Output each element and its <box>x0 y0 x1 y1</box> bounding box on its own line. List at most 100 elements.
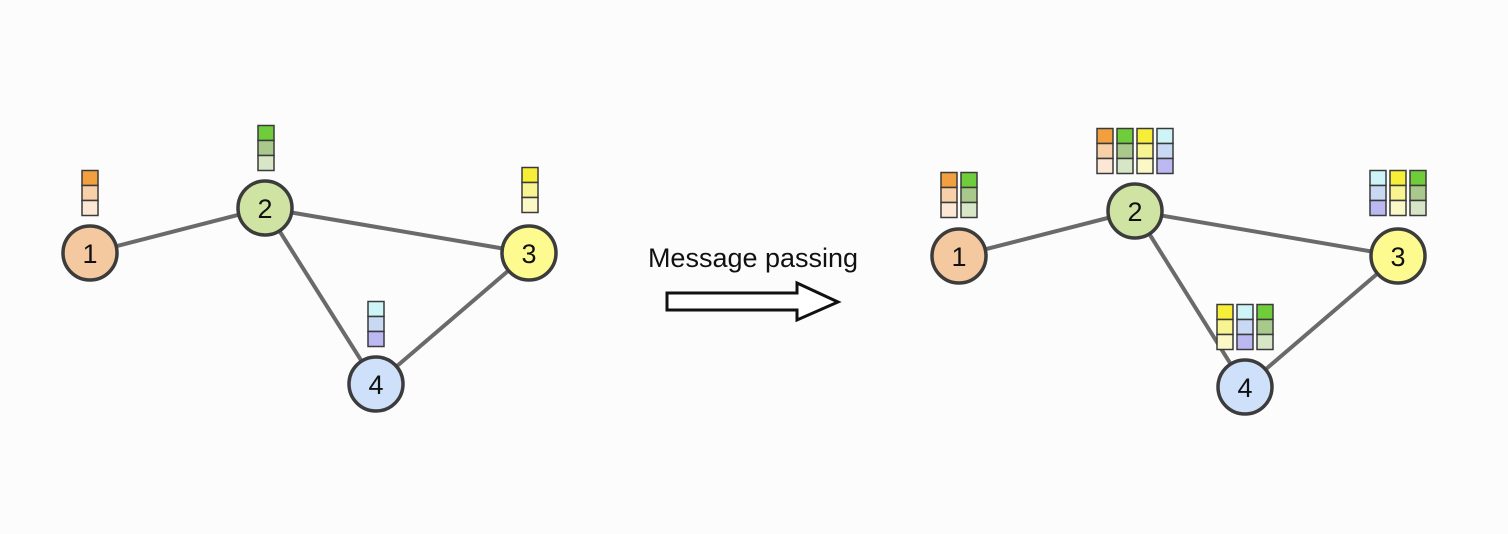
feature-vector-from-4 <box>1156 127 1174 175</box>
feature-cell <box>1409 169 1427 187</box>
node-4: 4 <box>347 300 405 413</box>
feature-cell <box>1136 142 1154 160</box>
node-1: 1 <box>61 169 119 282</box>
feature-cell <box>1096 142 1114 160</box>
feature-vectors <box>81 169 99 217</box>
edges <box>89 206 531 386</box>
edge-2-3 <box>264 206 530 255</box>
feature-cell <box>1256 318 1274 336</box>
feature-cell <box>1389 199 1407 217</box>
feature-vector-from-1 <box>81 169 99 217</box>
feature-vectors <box>1216 303 1274 351</box>
feature-cell <box>960 201 978 219</box>
feature-cell <box>1369 184 1387 202</box>
edge-2-4 <box>263 206 378 386</box>
feature-cell <box>1116 157 1134 175</box>
feature-cell <box>1096 157 1114 175</box>
feature-cell <box>1369 169 1387 187</box>
node-label: 4 <box>1237 373 1252 403</box>
feature-cell <box>1389 184 1407 202</box>
feature-cell <box>367 315 385 333</box>
feature-cell <box>521 166 539 184</box>
feature-cell <box>1136 157 1154 175</box>
feature-cell <box>1116 142 1134 160</box>
node-4: 4 <box>1216 303 1274 416</box>
transition: Message passing <box>648 243 858 323</box>
feature-cell <box>1096 127 1114 145</box>
feature-cell <box>81 184 99 202</box>
feature-cell <box>1256 333 1274 351</box>
edge-1-2 <box>89 206 266 255</box>
feature-vector-from-2 <box>1256 303 1274 351</box>
edges <box>958 209 1400 389</box>
edge-3-4 <box>1243 254 1400 389</box>
feature-cell <box>521 196 539 214</box>
node-circle <box>236 179 294 237</box>
feature-vector-from-4 <box>1236 303 1254 351</box>
feature-cell <box>257 154 275 172</box>
node-label: 1 <box>951 242 966 272</box>
node-circle <box>1106 182 1164 240</box>
feature-cell <box>257 139 275 157</box>
feature-cell <box>1156 127 1174 145</box>
feature-cell <box>1236 303 1254 321</box>
feature-vectors <box>521 166 539 214</box>
feature-cell <box>1156 142 1174 160</box>
edge-2-4 <box>1133 209 1247 389</box>
feature-cell <box>940 186 958 204</box>
node-circle <box>1216 358 1274 416</box>
feature-vectors <box>1369 169 1427 217</box>
node-1: 1 <box>930 171 988 285</box>
feature-vectors <box>257 124 275 172</box>
feature-vector-from-3 <box>1136 127 1154 175</box>
node-label: 4 <box>368 370 383 400</box>
feature-cell <box>367 330 385 348</box>
feature-cell <box>1156 157 1174 175</box>
feature-vector-from-3 <box>1216 303 1234 351</box>
feature-vector-from-2 <box>1409 169 1427 217</box>
node-label: 2 <box>1127 197 1142 227</box>
feature-cell <box>1216 318 1234 336</box>
feature-vector-from-2 <box>257 124 275 172</box>
feature-vector-from-3 <box>1389 169 1407 217</box>
node-circle <box>930 227 988 285</box>
node-label: 3 <box>521 239 536 269</box>
feature-cell <box>1409 199 1427 217</box>
edge-1-2 <box>958 209 1136 258</box>
feature-vector-from-4 <box>367 300 385 348</box>
feature-cell <box>1369 199 1387 217</box>
feature-vector-from-3 <box>521 166 539 214</box>
feature-vectors <box>1096 127 1174 175</box>
caption-message-passing: Message passing <box>648 243 858 273</box>
feature-cell <box>1116 127 1134 145</box>
node-label: 1 <box>82 239 97 269</box>
node-label: 3 <box>1390 242 1405 272</box>
feature-cell <box>1136 127 1154 145</box>
edge-3-4 <box>374 251 531 386</box>
feature-vector-from-2 <box>1116 127 1134 175</box>
feature-cell <box>257 124 275 142</box>
feature-cell <box>1256 303 1274 321</box>
node-circle <box>61 224 119 282</box>
arrow-right-icon <box>665 280 842 323</box>
node-label: 2 <box>257 194 272 224</box>
feature-cell <box>1216 303 1234 321</box>
feature-cell <box>367 300 385 318</box>
feature-cell <box>81 199 99 217</box>
node-3: 3 <box>500 166 558 282</box>
feature-vector-from-4 <box>1369 169 1387 217</box>
feature-cell <box>960 186 978 204</box>
feature-cell <box>1389 169 1407 187</box>
feature-cell <box>1236 318 1254 336</box>
node-2: 2 <box>236 124 294 237</box>
feature-cell <box>940 171 958 189</box>
edge-2-3 <box>1134 209 1399 258</box>
feature-cell <box>1409 184 1427 202</box>
feature-vector-from-1 <box>940 171 958 219</box>
feature-cell <box>1216 333 1234 351</box>
feature-cell <box>521 181 539 199</box>
feature-cell <box>81 169 99 187</box>
feature-vector-from-1 <box>1096 127 1114 175</box>
feature-cell <box>940 201 958 219</box>
